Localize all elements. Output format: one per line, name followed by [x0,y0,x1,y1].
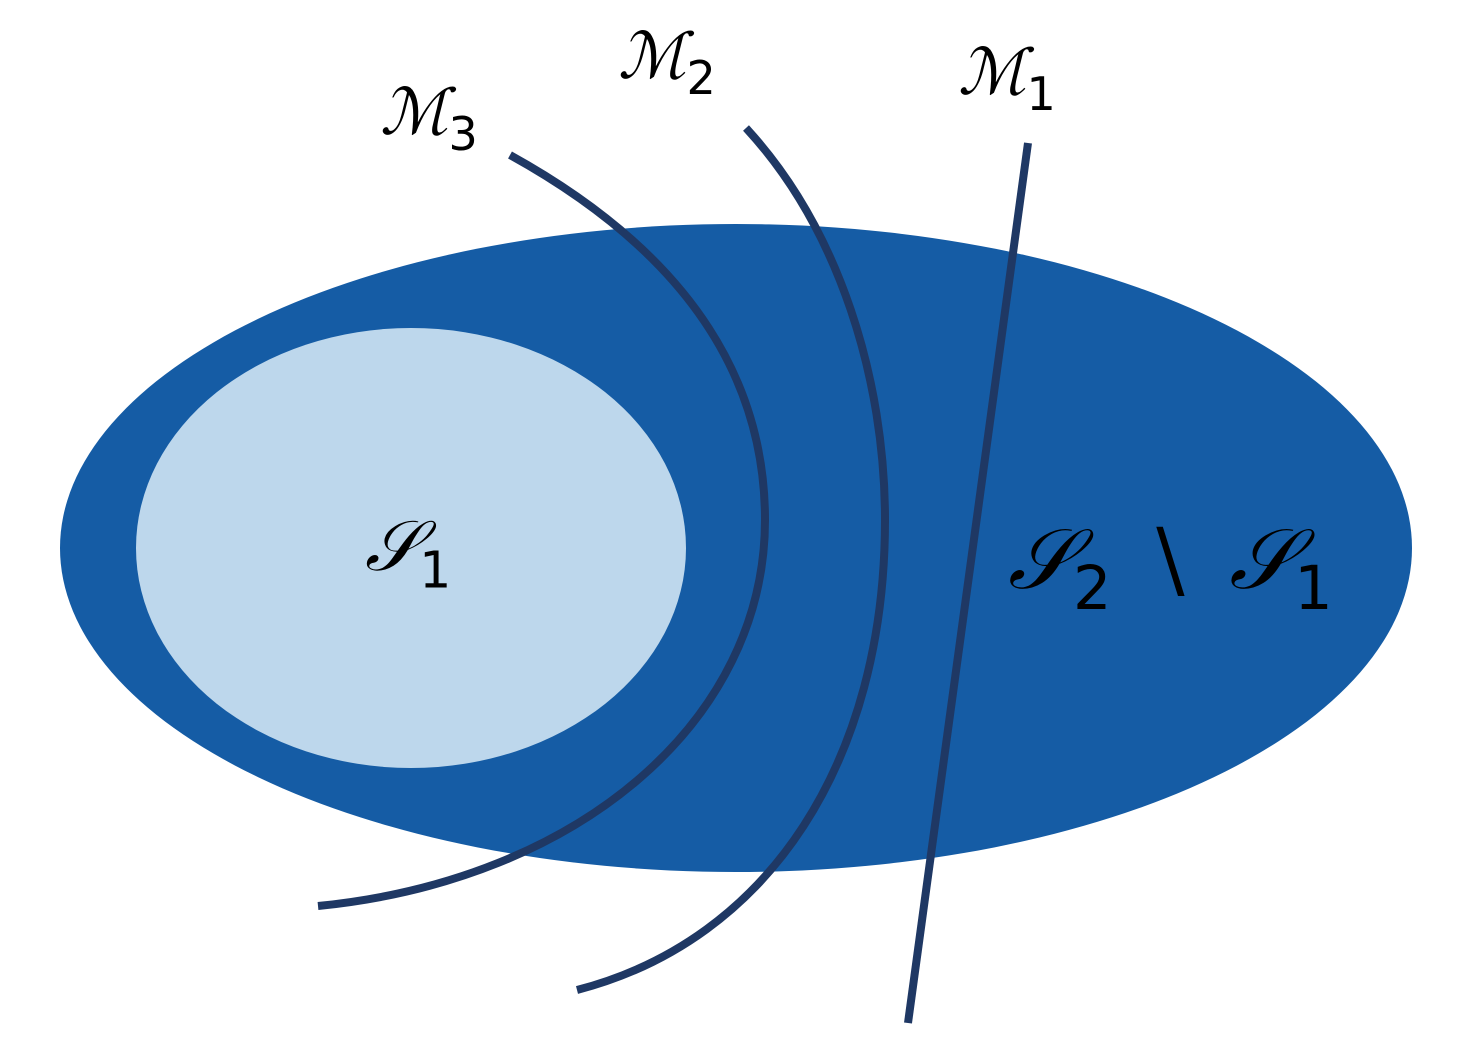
label-s1: 𝒮1 [365,505,452,600]
label-s2-minus-s1: 𝒮2 \ 𝒮1 [1008,510,1333,625]
curve-m2 [575,125,890,994]
label-m2: ℳ2 [618,20,716,106]
curve-m3 [317,151,770,910]
label-m1: ℳ1 [958,36,1056,122]
label-m3: ℳ3 [380,76,478,162]
inner-ellipse-s1 [136,328,686,768]
curve-m1 [904,142,1032,1024]
